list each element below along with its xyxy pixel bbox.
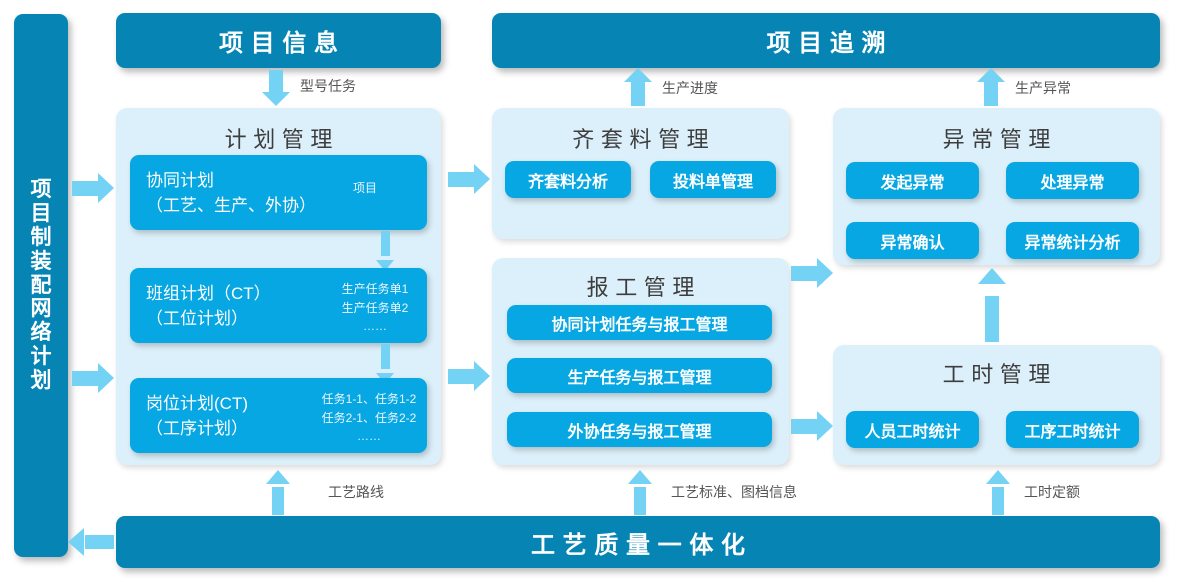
button-collab-task-report[interactable]: 协同计划任务与报工管理 (507, 305, 772, 340)
panel-work-reporting-title: 报工管理 (586, 275, 701, 300)
card-position-plan-subtitle: （工序计划） (146, 418, 248, 438)
button-production-task-report[interactable]: 生产任务与报工管理 (507, 358, 772, 393)
button-personnel-worktime-stats-label: 人员工时统计 (864, 423, 961, 441)
arrow-report-to-exception (791, 258, 833, 288)
button-process-worktime-stats[interactable]: 工序工时统计 (1006, 411, 1139, 448)
button-exception-statistics[interactable]: 异常统计分析 (1006, 222, 1139, 259)
panel-plan-management-title: 计划管理 (224, 127, 339, 152)
left-vertical-bar-label: 项目制装配网络计划 (30, 177, 52, 393)
arrow-report-to-worktime (791, 411, 833, 441)
button-feed-order-management[interactable]: 投料单管理 (650, 161, 776, 198)
panel-exception-management-title: 异常管理 (942, 127, 1057, 152)
arrow-label-process-standard: 工艺标准、图档信息 (671, 484, 797, 500)
card-position-plan-note: 任务1-1、任务1-2 任务2-1、任务2-2 …… (308, 390, 430, 446)
footer-process-quality[interactable]: 工艺质量一体化 (116, 516, 1160, 568)
button-outsource-task-report[interactable]: 外协任务与报工管理 (507, 412, 772, 447)
button-confirm-exception-label: 异常确认 (880, 234, 945, 252)
note-line: 生产任务单2 (341, 300, 409, 315)
button-personnel-worktime-stats[interactable]: 人员工时统计 (846, 411, 979, 448)
arrow-footer-to-leftbar (68, 528, 114, 556)
note-line: 项目 (352, 181, 377, 195)
arrow-up-production-exception (977, 68, 1005, 106)
card-position-plan-title: 岗位计划(CT) (146, 394, 248, 413)
note-line: 任务2-1、任务2-2 (321, 410, 417, 425)
header-project-info[interactable]: 项目信息 (116, 13, 441, 68)
footer-process-quality-label: 工艺质量一体化 (530, 531, 753, 559)
note-line: 生产任务单1 (341, 282, 409, 296)
button-outsource-task-report-label: 外协任务与报工管理 (567, 423, 712, 441)
arrow-worktime-to-exception (978, 268, 1006, 342)
card-team-plan-text: 班组计划（CT） （工位计划） (146, 282, 271, 331)
button-production-task-report-label: 生产任务与报工管理 (567, 369, 712, 387)
arrow-leftbar-to-collaborative-plan (72, 173, 114, 203)
note-line: …… (357, 429, 381, 444)
arrow-plan-to-report (448, 361, 490, 391)
arrow-label-process-route: 工艺路线 (328, 484, 384, 500)
panel-material-kitting-title: 齐套料管理 (572, 127, 716, 152)
card-collaborative-plan-text: 协同计划 （工艺、生产、外协） (146, 169, 316, 218)
arrow-footer-to-plan (266, 470, 290, 515)
arrow-down-model-task (262, 70, 290, 106)
arrow-label-model-task: 型号任务 (300, 78, 356, 94)
header-project-trace-label: 项目追溯 (766, 30, 894, 57)
arrow-leftbar-to-position-plan (72, 363, 114, 393)
button-kitting-analysis-label: 齐套料分析 (527, 173, 608, 191)
button-raise-exception[interactable]: 发起异常 (846, 162, 979, 199)
note-line: 任务1-1、任务1-2 (321, 392, 417, 406)
arrow-label-worktime-quota: 工时定额 (1024, 484, 1080, 500)
arrow-label-production-progress: 生产进度 (662, 80, 718, 96)
card-collaborative-plan[interactable]: 协同计划 （工艺、生产、外协） 项目 (130, 155, 427, 230)
header-project-trace[interactable]: 项目追溯 (492, 13, 1160, 68)
card-team-plan-note: 生产任务单1 生产任务单2 …… (320, 280, 430, 336)
button-process-worktime-stats-label: 工序工时统计 (1024, 423, 1121, 441)
button-collab-task-report-label: 协同计划任务与报工管理 (551, 316, 728, 334)
button-feed-order-management-label: 投料单管理 (672, 173, 753, 191)
button-exception-statistics-label: 异常统计分析 (1024, 234, 1121, 252)
arrow-up-production-progress (624, 68, 652, 106)
card-position-plan-text: 岗位计划(CT) （工序计划） (146, 392, 248, 441)
card-collaborative-plan-subtitle: （工艺、生产、外协） (146, 195, 316, 215)
arrow-footer-to-report (628, 470, 652, 515)
card-team-plan[interactable]: 班组计划（CT） （工位计划） 生产任务单1 生产任务单2 …… (130, 268, 427, 343)
card-position-plan[interactable]: 岗位计划(CT) （工序计划） 任务1-1、任务1-2 任务2-1、任务2-2 … (130, 378, 427, 453)
arrow-label-production-exception: 生产异常 (1015, 80, 1071, 96)
note-line: …… (363, 319, 387, 334)
arrow-plan-to-material (448, 164, 490, 194)
button-confirm-exception[interactable]: 异常确认 (846, 222, 979, 259)
arrow-plan-card1-to-card2 (376, 231, 394, 271)
card-team-plan-subtitle: （工位计划） (146, 308, 248, 328)
left-vertical-bar[interactable]: 项目制装配网络计划 (14, 14, 68, 557)
button-raise-exception-label: 发起异常 (880, 174, 945, 192)
panel-worktime-management-title: 工时管理 (942, 362, 1057, 387)
button-handle-exception[interactable]: 处理异常 (1006, 162, 1139, 199)
button-kitting-analysis[interactable]: 齐套料分析 (505, 161, 631, 198)
header-project-info-label: 项目信息 (218, 30, 346, 57)
arrow-footer-to-worktime (986, 470, 1010, 515)
button-handle-exception-label: 处理异常 (1040, 174, 1105, 192)
card-collaborative-plan-note: 项目 (320, 179, 410, 198)
card-collaborative-plan-title: 协同计划 (146, 171, 214, 190)
card-team-plan-title: 班组计划（CT） (146, 284, 271, 303)
